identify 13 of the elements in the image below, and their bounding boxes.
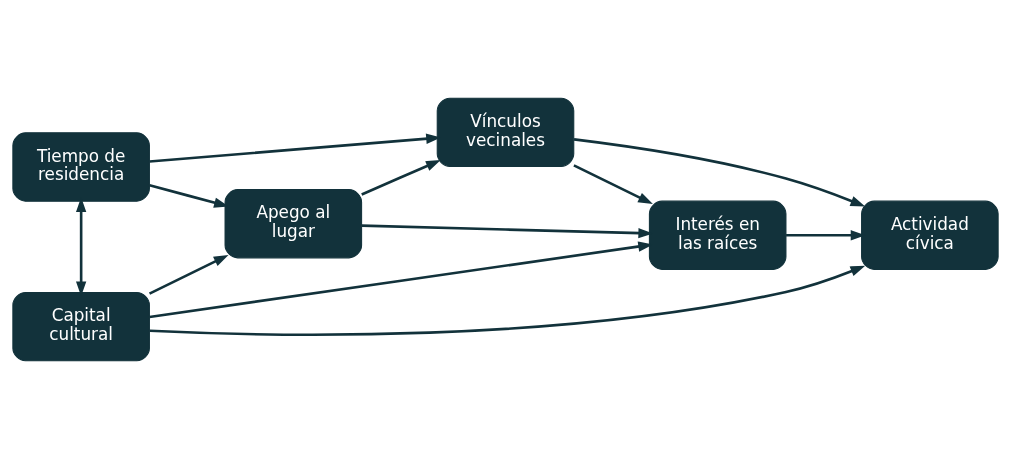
node-box: Interés en las raíces bbox=[648, 200, 787, 270]
arrow bbox=[148, 254, 229, 295]
node-box: Capital cultural bbox=[12, 292, 150, 362]
arrow bbox=[149, 241, 653, 319]
arrow bbox=[149, 133, 441, 163]
node-box: Tiempo de residencia bbox=[12, 132, 150, 202]
arrow bbox=[361, 160, 441, 196]
node-box: Actividad cívica bbox=[861, 200, 999, 270]
node-box: Apego al lugar bbox=[224, 189, 363, 259]
arrow bbox=[573, 138, 866, 207]
node-box: Vínculos vecinales bbox=[436, 97, 575, 167]
arrow bbox=[149, 265, 866, 336]
arrow bbox=[573, 164, 653, 205]
